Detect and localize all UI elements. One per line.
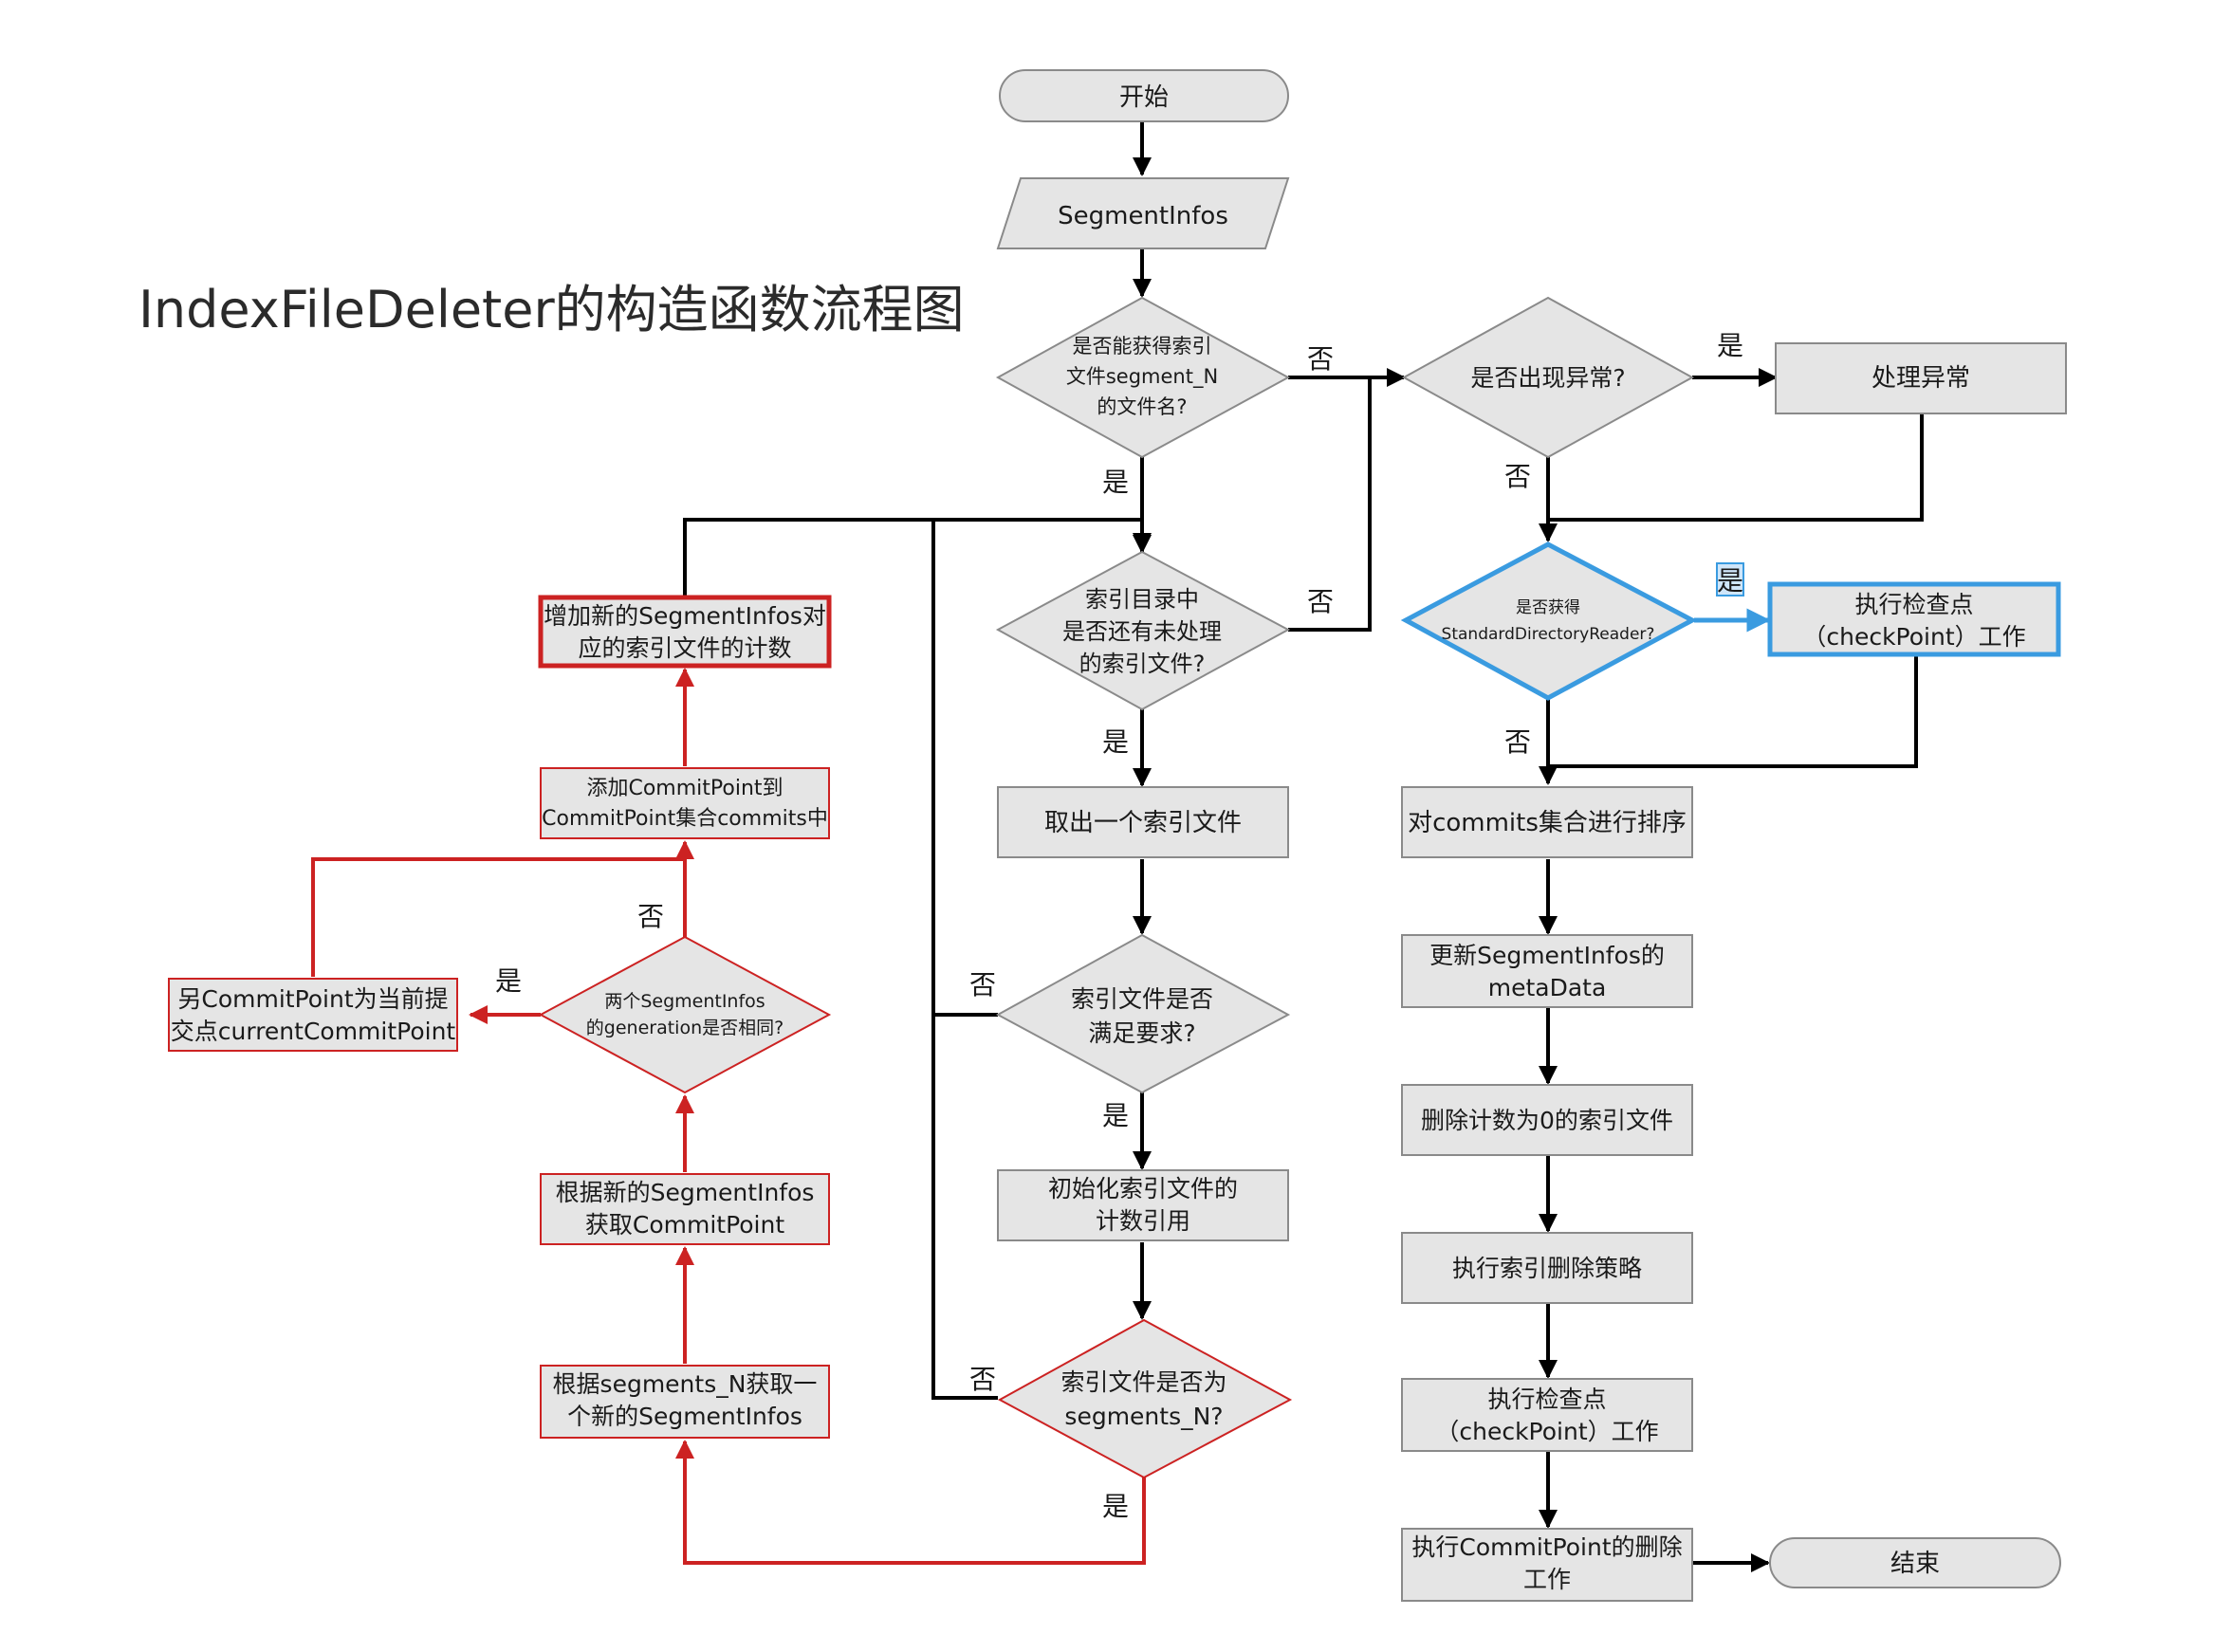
decision-line-1: 是否获得	[1516, 598, 1580, 617]
segmentinfos-label: SegmentInfos	[1058, 202, 1228, 230]
edge-label-no: 否	[1307, 586, 1334, 617]
commitpoint-delete-line-2: 工作	[1523, 1566, 1571, 1593]
checkpoint-line-2: （checkPoint）工作	[1435, 1418, 1658, 1445]
delete-zero-label: 删除计数为0的索引文件	[1421, 1107, 1673, 1134]
edge-label-no: 否	[1504, 461, 1531, 492]
get-commitpoint-line-1: 根据新的SegmentInfos	[556, 1179, 815, 1206]
checkpoint-blue-node: 执行检查点 （checkPoint）工作	[1767, 581, 2061, 657]
commitpoint-delete-node: 执行CommitPoint的删除 工作	[1401, 1528, 1693, 1602]
decision-line-1: 索引目录中	[1085, 586, 1199, 613]
handle-exception-label: 处理异常	[1871, 364, 1970, 393]
exec-policy-node: 执行索引删除策略	[1401, 1232, 1693, 1304]
checkpoint-gray-node: 执行检查点 （checkPoint）工作	[1401, 1378, 1693, 1452]
segmentinfos-node: SegmentInfos	[996, 177, 1290, 249]
sort-commits-node: 对commits集合进行排序	[1401, 786, 1693, 858]
decision-can-get-segment-n: 是否能获得索引 文件segment_N 的文件名?	[995, 296, 1291, 459]
edge-label-yes: 是	[1717, 330, 1743, 361]
edge-label-yes: 是	[1102, 467, 1129, 498]
decision-is-segments-n: 索引文件是否为 segments_N?	[997, 1318, 1293, 1479]
get-new-infos-line-1: 根据segments_N获取一	[553, 1370, 818, 1398]
diagram-title: IndexFileDeleter的构造函数流程图	[138, 280, 965, 340]
get-commitpoint-node: 根据新的SegmentInfos 获取CommitPoint	[540, 1173, 830, 1245]
decision-line-3: 的索引文件?	[1079, 651, 1206, 677]
set-current-node: 另CommitPoint为当前提 交点currentCommitPoint	[168, 978, 458, 1052]
init-refcount-node: 初始化索引文件的 计数引用	[997, 1169, 1289, 1241]
edge-label-yes: 是	[1717, 565, 1743, 597]
edge-label-no: 否	[1504, 726, 1531, 758]
get-new-infos-line-2: 个新的SegmentInfos	[567, 1403, 802, 1430]
decision-same-generation: 两个SegmentInfos 的generation是否相同?	[538, 935, 832, 1094]
decision-line-2: 满足要求?	[1088, 1019, 1195, 1047]
get-new-infos-node: 根据segments_N获取一 个新的SegmentInfos	[540, 1365, 830, 1439]
add-to-commits-node: 添加CommitPoint到 CommitPoint集合commits中	[540, 767, 830, 839]
update-metadata-node: 更新SegmentInfos的 metaData	[1401, 934, 1693, 1008]
get-commitpoint-line-2: 获取CommitPoint	[585, 1211, 784, 1239]
decision-exception-label: 是否出现异常?	[1470, 364, 1625, 392]
decision-line-1: 两个SegmentInfos	[604, 991, 765, 1012]
decision-line-2: 是否还有未处理	[1062, 618, 1222, 645]
end-label: 结束	[1890, 1550, 1940, 1578]
decision-standard-reader: 是否获得 StandardDirectoryReader?	[1400, 541, 1698, 701]
take-file-node: 取出一个索引文件	[997, 786, 1289, 858]
decision-line-1: 索引文件是否为	[1060, 1368, 1226, 1396]
update-metadata-line-2: metaData	[1488, 974, 1607, 1001]
update-metadata-line-1: 更新SegmentInfos的	[1429, 942, 1665, 969]
checkpoint-line-1: 执行检查点	[1854, 591, 1973, 618]
init-refcount-line-2: 计数引用	[1096, 1207, 1190, 1235]
decision-line-2: 文件segment_N	[1066, 365, 1218, 389]
checkpoint-line-1: 执行检查点	[1487, 1386, 1606, 1413]
checkpoint-line-2: （checkPoint）工作	[1802, 623, 2025, 651]
commitpoint-delete-line-1: 执行CommitPoint的删除	[1411, 1533, 1682, 1561]
edge-label-yes-highlight: 是	[1716, 562, 1744, 597]
set-current-line-2: 交点currentCommitPoint	[171, 1018, 456, 1045]
decision-line-1: 索引文件是否	[1071, 985, 1213, 1013]
set-current-line-1: 另CommitPoint为当前提	[177, 985, 448, 1013]
edge-label-yes: 是	[495, 965, 522, 997]
edge-label-no: 否	[637, 901, 664, 932]
add-refcount-line-2: 应的索引文件的计数	[578, 634, 791, 662]
edges-red	[311, 668, 1146, 1565]
add-refcount-node: 增加新的SegmentInfos对 应的索引文件的计数	[538, 595, 832, 669]
decision-line-2: segments_N?	[1064, 1403, 1223, 1430]
edges-black	[683, 121, 1924, 1572]
start-label: 开始	[1119, 83, 1169, 112]
edge-label-yes: 是	[1102, 726, 1129, 758]
handle-exception-node: 处理异常	[1775, 342, 2067, 414]
start-node: 开始	[999, 69, 1289, 122]
decision-line-2: 的generation是否相同?	[586, 1018, 784, 1038]
decision-file-ok: 索引文件是否 满足要求?	[995, 933, 1291, 1094]
decision-exception: 是否出现异常?	[1401, 296, 1695, 459]
sort-commits-label: 对commits集合进行排序	[1408, 809, 1687, 837]
end-node: 结束	[1769, 1537, 2061, 1588]
edge-label-no: 否	[969, 1364, 996, 1395]
decision-unprocessed: 索引目录中 是否还有未处理 的索引文件?	[995, 550, 1291, 711]
edge-label-no: 否	[969, 969, 996, 1000]
init-refcount-line-1: 初始化索引文件的	[1048, 1175, 1238, 1202]
edge-labels: 否 是 是 否 否 是 是 否 否 是 否 是 否 是	[495, 330, 1744, 1522]
take-file-label: 取出一个索引文件	[1044, 809, 1242, 837]
add-refcount-line-1: 增加新的SegmentInfos对	[544, 602, 826, 630]
exec-policy-label: 执行索引删除策略	[1452, 1255, 1642, 1282]
delete-zero-node: 删除计数为0的索引文件	[1401, 1084, 1693, 1156]
edge-label-no: 否	[1307, 343, 1334, 375]
add-to-commits-line-2: CommitPoint集合commits中	[542, 807, 828, 831]
decision-line-2: StandardDirectoryReader?	[1442, 625, 1655, 644]
edge-label-yes: 是	[1102, 1491, 1129, 1522]
decision-line-1: 是否能获得索引	[1073, 335, 1212, 358]
add-to-commits-line-1: 添加CommitPoint到	[586, 777, 783, 800]
decision-line-3: 的文件名?	[1097, 395, 1187, 418]
edge-label-yes: 是	[1102, 1100, 1129, 1131]
